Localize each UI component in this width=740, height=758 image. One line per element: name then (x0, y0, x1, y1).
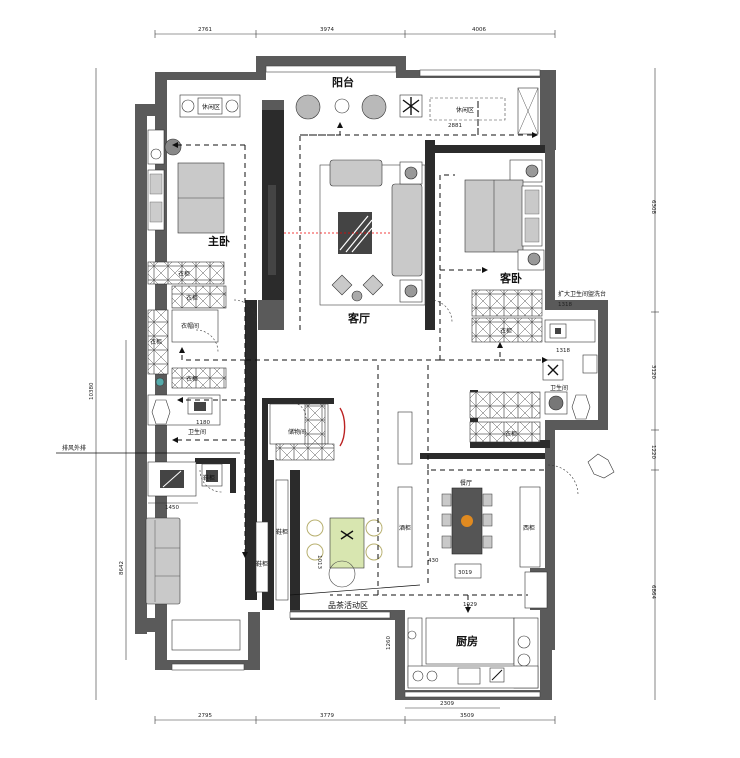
dim-wash: 1450 (165, 505, 179, 511)
dim-bottom-inner: 2309 (440, 701, 454, 707)
entry-figure-icon (587, 453, 615, 479)
dim-left-2: 8642 (119, 561, 125, 575)
shoe-label-1: 鞋柜 (203, 474, 215, 482)
room-master: 主卧 (208, 234, 230, 248)
lower-lounge: 排风外排 (56, 444, 241, 651)
dim-top-2: 3974 (320, 27, 334, 33)
dim-top-1: 2761 (198, 27, 212, 33)
dim-dining: 3019 (458, 570, 472, 576)
wardrobe-label-1: 衣柜 (178, 270, 190, 278)
guest-bedroom: 客卧 衣柜 (464, 159, 545, 343)
dim-leisure: 2881 (448, 123, 462, 129)
lounge-chair-left (295, 94, 321, 120)
leisure-label-right: 休闲区 (456, 106, 474, 114)
side-table (334, 98, 350, 114)
central-storage: 储物间 鞋柜 鞋柜 (255, 403, 346, 601)
storage-label: 储物间 (288, 428, 306, 436)
master-bathroom: 卫生间 1180 鞋柜 1450 (147, 394, 223, 511)
dining-label: 餐厅 (460, 479, 472, 487)
room-guest-bath: 卫生间 (550, 384, 568, 392)
dim-bottom-1: 2795 (198, 713, 212, 719)
coffee-table (338, 212, 372, 254)
leisure-label-left: 休闲区 (202, 103, 220, 111)
walk-in-label: 衣帽间 (181, 322, 199, 330)
balcony: 休闲区 2881 阳台 (295, 75, 539, 135)
room-tea: 品茶活动区 (328, 600, 368, 610)
toilet-icon (151, 399, 171, 425)
dim-guest-bath-top: 1318 (558, 302, 572, 308)
dimension-texts: 2761 3974 4006 2795 3779 3509 2309 10380… (89, 27, 656, 719)
wardrobe-label-2: 衣柜 (186, 294, 198, 302)
dim-right-2: 3120 (650, 365, 656, 379)
dim-bottom-2: 3779 (320, 713, 334, 719)
room-living: 客厅 (347, 311, 370, 325)
leisure-zone (429, 97, 506, 121)
wardrobe-label-4: 衣柜 (186, 375, 198, 383)
kitchen: 厨房 1260 1029 (386, 602, 539, 689)
dim-top-3: 4006 (472, 27, 486, 33)
dim-kitchen-entry: 1029 (463, 602, 477, 608)
dim-master-bath: 1180 (196, 420, 210, 426)
room-guest: 客卧 (499, 271, 522, 285)
living-room: 客厅 (268, 159, 426, 325)
circulation-routes (172, 100, 548, 613)
dimension-lines (95, 30, 659, 724)
guest-wardrobe-label: 衣柜 (500, 327, 512, 335)
guest-toilet-icon (571, 394, 591, 420)
west-label: 西柜 (523, 524, 535, 532)
room-kitchen: 厨房 (456, 634, 478, 648)
tv-unit (268, 185, 276, 275)
sofa (391, 183, 423, 277)
windows (171, 65, 541, 698)
lounge-chair-right (361, 94, 387, 120)
dim-bottom-3: 3509 (460, 713, 474, 719)
dim-right-4: 6864 (650, 585, 656, 599)
door-swings (195, 299, 579, 496)
dim-right-3: 1220 (650, 445, 656, 459)
guest-note: 扩大卫生间盥洗台 (558, 290, 606, 298)
dim-kitchen-side: 1260 (386, 636, 392, 650)
dim-dining-side: 430 (428, 558, 439, 564)
hall-cabinet-label: 衣柜 (505, 430, 517, 438)
exhaust-label: 排风外排 (62, 444, 86, 452)
shoe-label-2: 鞋柜 (276, 528, 288, 536)
dining-area: 酒柜 餐厅 3019 430 西柜 衣柜 (397, 391, 615, 609)
armchair-top (329, 159, 383, 187)
shoe-label-3: 鞋柜 (256, 560, 268, 568)
dim-guest-bath-mid: 1318 (556, 348, 570, 354)
dim-tea: 1013 (316, 555, 322, 569)
dim-right-1: 6308 (650, 200, 656, 214)
lower-sofa (145, 517, 181, 605)
master-bath-label: 卫生间 (188, 428, 206, 436)
wardrobe-label-3: 衣柜 (150, 338, 162, 346)
guest-bathroom: 扩大卫生间盥洗台 1318 1318 卫生间 (542, 290, 606, 420)
wine-label: 酒柜 (399, 524, 411, 532)
room-balcony: 阳台 (332, 75, 354, 89)
dim-left-1: 10380 (89, 382, 95, 400)
tea-table (329, 517, 365, 569)
